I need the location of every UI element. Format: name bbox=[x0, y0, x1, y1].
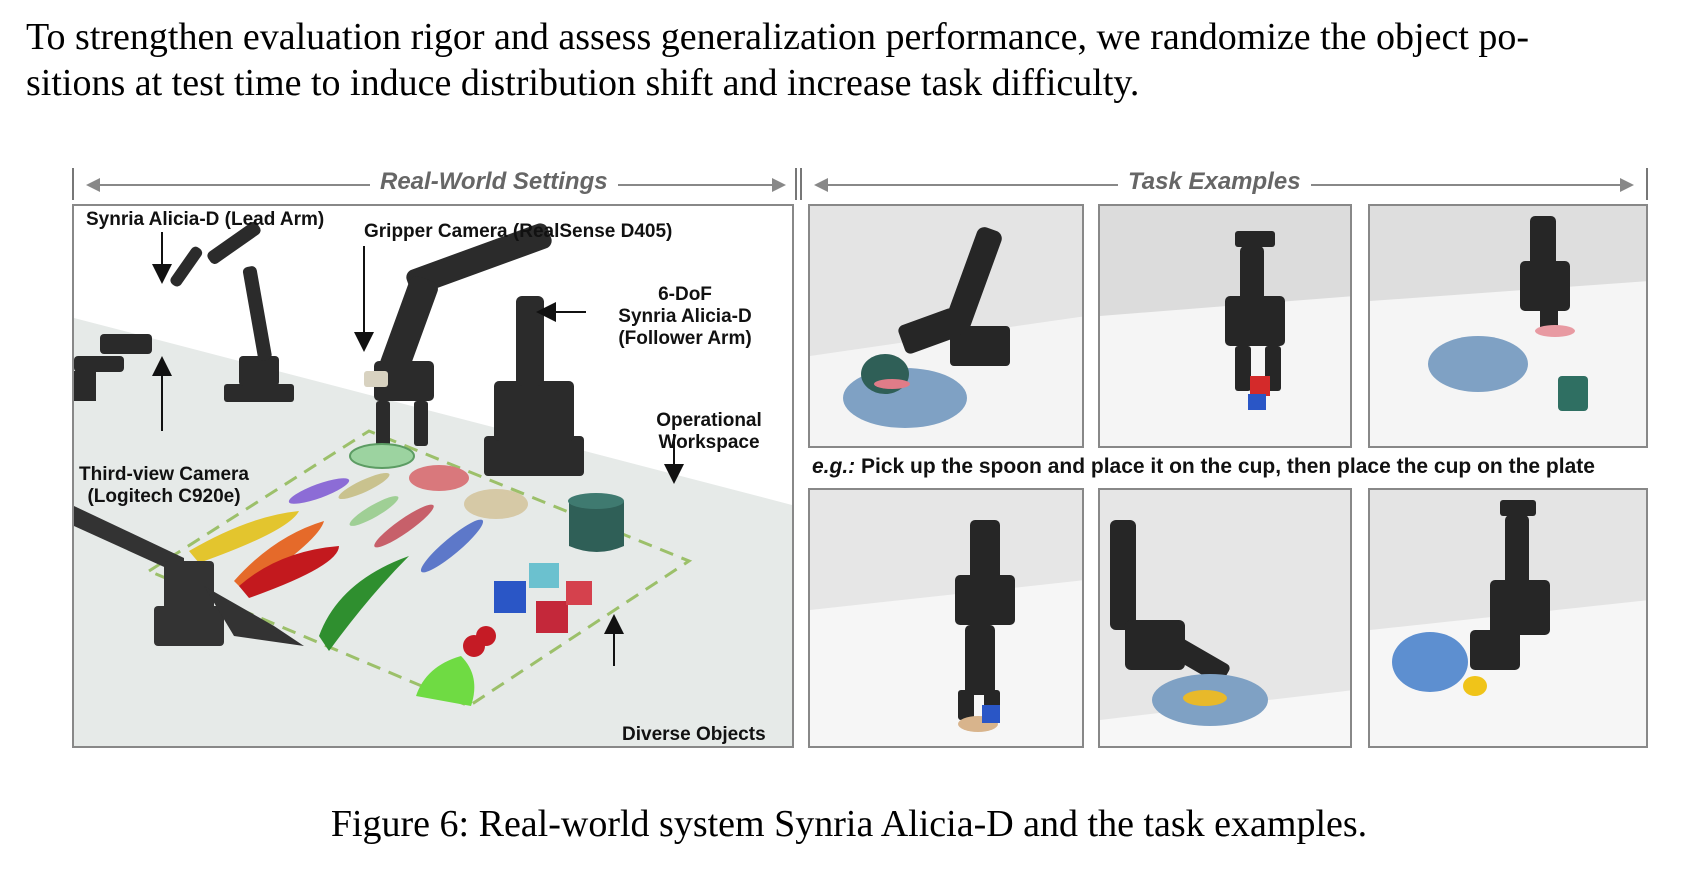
green-pepper bbox=[319, 556, 409, 651]
follower-arm-label-line-2: Synria Alicia-D bbox=[618, 306, 752, 327]
green-object bbox=[416, 656, 475, 706]
lead-arm bbox=[170, 222, 294, 402]
workspace-label-line-1: Operational bbox=[656, 410, 762, 431]
small-red-cube bbox=[566, 581, 592, 605]
workspace-label: Operational Workspace bbox=[634, 410, 784, 454]
follower-arm-label-line-3: (Follower Arm) bbox=[618, 328, 752, 349]
task-example-2 bbox=[1098, 204, 1352, 448]
real-world-scene: Synria Alicia-D (Lead Arm) Gripper Camer… bbox=[72, 204, 794, 748]
cherry-2 bbox=[476, 626, 496, 646]
third-view-label-line-1: Third-view Camera bbox=[79, 464, 249, 485]
follower-arm-label-line-1: 6-DoF bbox=[658, 284, 712, 305]
red-cube bbox=[536, 601, 568, 633]
real-world-settings-title: Real-World Settings bbox=[370, 168, 618, 196]
cyan-cube bbox=[529, 563, 559, 588]
lead-arm-label: Synria Alicia-D (Lead Arm) bbox=[86, 209, 325, 230]
task-example-4 bbox=[808, 488, 1084, 748]
blue-cube bbox=[494, 581, 526, 613]
banana bbox=[189, 511, 299, 563]
intro-line-2: sitions at test time to induce distribut… bbox=[26, 62, 1140, 104]
task-examples-title: Task Examples bbox=[1118, 168, 1311, 196]
scene-illustration bbox=[74, 222, 792, 746]
intro-paragraph: To strengthen evaluation rigor and asses… bbox=[26, 14, 1676, 106]
green-plate bbox=[349, 443, 415, 469]
lead-arm-base bbox=[74, 506, 304, 646]
third-view-camera-label: Third-view Camera (Logitech C920e) bbox=[74, 464, 254, 508]
pink-plate bbox=[409, 465, 469, 491]
task-example-6 bbox=[1368, 488, 1648, 748]
intro-line-1: To strengthen evaluation rigor and asses… bbox=[26, 16, 1530, 58]
third-view-camera bbox=[74, 334, 152, 401]
beige-plate bbox=[464, 489, 528, 519]
beige-spoon bbox=[338, 472, 390, 500]
task-caption-prefix: e.g.: bbox=[812, 455, 856, 478]
gripper-camera-label: Gripper Camera (RealSense D405) bbox=[364, 221, 673, 242]
task-example-1 bbox=[808, 204, 1084, 448]
figure-caption: Figure 6: Real-world system Synria Alici… bbox=[330, 803, 1368, 845]
green-spoon bbox=[349, 496, 399, 526]
task-examples-header: Task Examples bbox=[800, 166, 1648, 202]
task-example-3 bbox=[1368, 204, 1648, 448]
green-cup bbox=[569, 501, 624, 552]
workspace-label-line-2: Workspace bbox=[658, 432, 760, 453]
workspace-outline bbox=[145, 429, 693, 708]
real-world-settings-header: Real-World Settings bbox=[72, 166, 797, 202]
red-pepper bbox=[239, 546, 339, 598]
red-spoon bbox=[374, 504, 434, 548]
diverse-objects-label: Diverse Objects bbox=[622, 724, 766, 745]
task-caption: e.g.: Pick up the spoon and place it on … bbox=[812, 455, 1658, 479]
task-example-5 bbox=[1098, 488, 1352, 748]
third-view-label-line-2: (Logitech C920e) bbox=[87, 486, 241, 507]
task-caption-text: Pick up the spoon and place it on the cu… bbox=[861, 455, 1595, 478]
table-surface bbox=[74, 318, 792, 746]
purple-spoon bbox=[288, 478, 350, 504]
follower-arm-label: 6-DoF Synria Alicia-D (Follower Arm) bbox=[590, 284, 780, 350]
blue-spoon bbox=[420, 519, 484, 573]
